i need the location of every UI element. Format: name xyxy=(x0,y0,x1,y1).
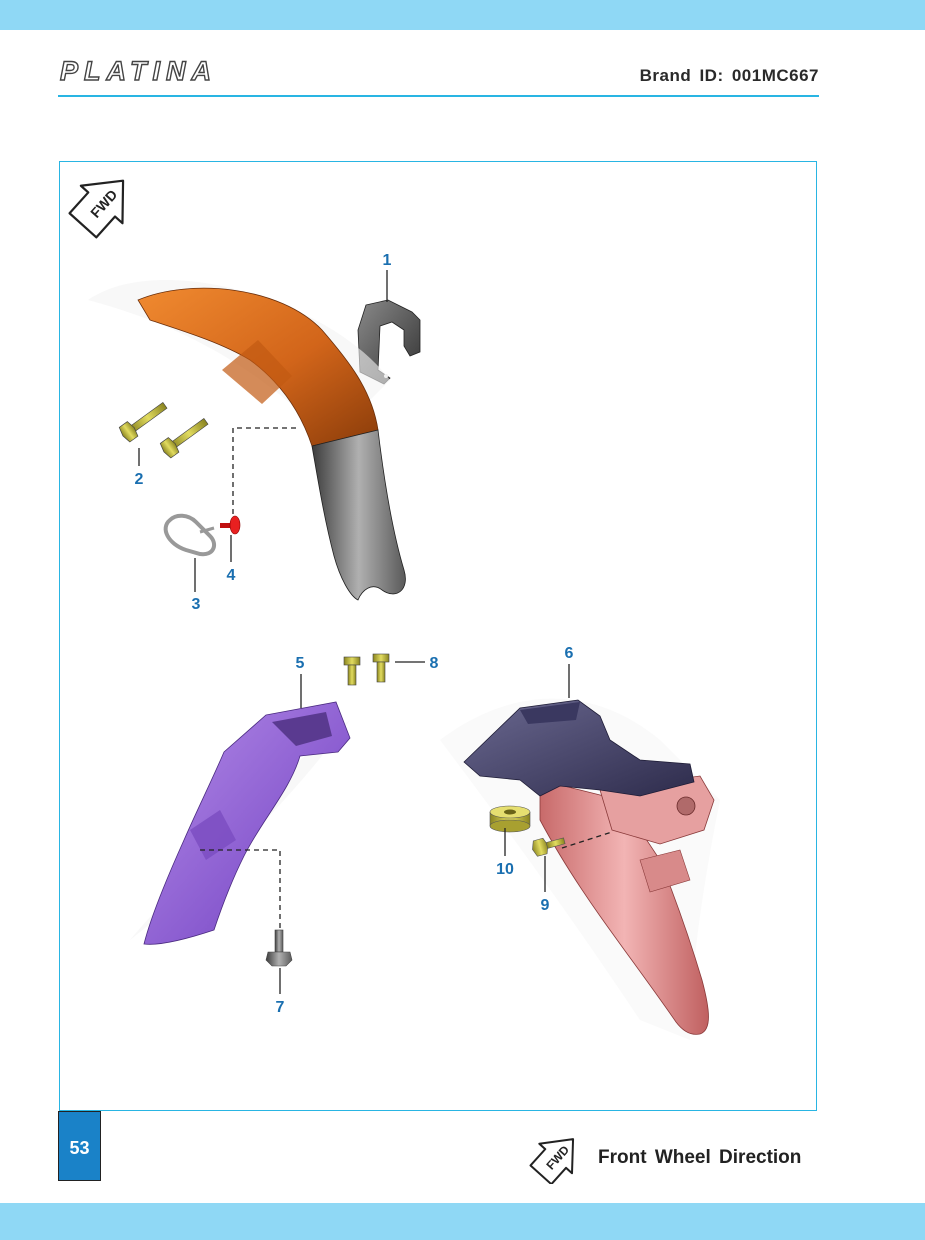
callout-10: 10 xyxy=(496,861,514,878)
part-4-pin xyxy=(220,515,241,535)
callout-3: 3 xyxy=(192,596,201,613)
fwd-legend-icon: FWD xyxy=(529,1138,575,1184)
callout-1: 1 xyxy=(383,252,392,269)
part-2-bolts xyxy=(118,402,209,459)
brand-id: Brand ID: 001MC667 xyxy=(639,66,819,85)
part-5-inner-fender xyxy=(130,701,351,945)
callout-9: 9 xyxy=(541,897,550,914)
page-number: 53 xyxy=(69,1138,90,1158)
parts-diagram-frame xyxy=(59,161,817,1111)
part-9-bolt xyxy=(532,837,566,857)
page-number-box: 53 xyxy=(58,1111,101,1181)
part-7-bolt xyxy=(265,929,293,967)
callout-4: 4 xyxy=(227,567,236,584)
callout-8: 8 xyxy=(430,655,439,672)
callout-7: 7 xyxy=(276,999,285,1016)
callout-numbers: 1 2 3 4 5 6 7 8 9 10 xyxy=(135,252,574,1016)
header-rule xyxy=(58,95,819,97)
top-color-band xyxy=(0,0,925,30)
bottom-color-band xyxy=(0,1203,925,1240)
callout-5: 5 xyxy=(296,655,305,672)
brand-logo-text: PLATINA xyxy=(60,56,217,86)
part-8-bolts xyxy=(343,653,390,686)
legend-label: Front Wheel Direction xyxy=(598,1147,802,1168)
leader-lines xyxy=(138,270,613,994)
fwd-direction-badge: FWD xyxy=(68,179,125,239)
brand-logo: PLATINA xyxy=(59,56,217,86)
part-3-clamp xyxy=(163,513,217,557)
callout-2: 2 xyxy=(135,471,144,488)
part-6-rear-fender-assembly xyxy=(440,698,720,1040)
front-fender xyxy=(88,279,406,601)
part-10-cushion xyxy=(489,805,531,833)
callout-6: 6 xyxy=(565,645,574,662)
